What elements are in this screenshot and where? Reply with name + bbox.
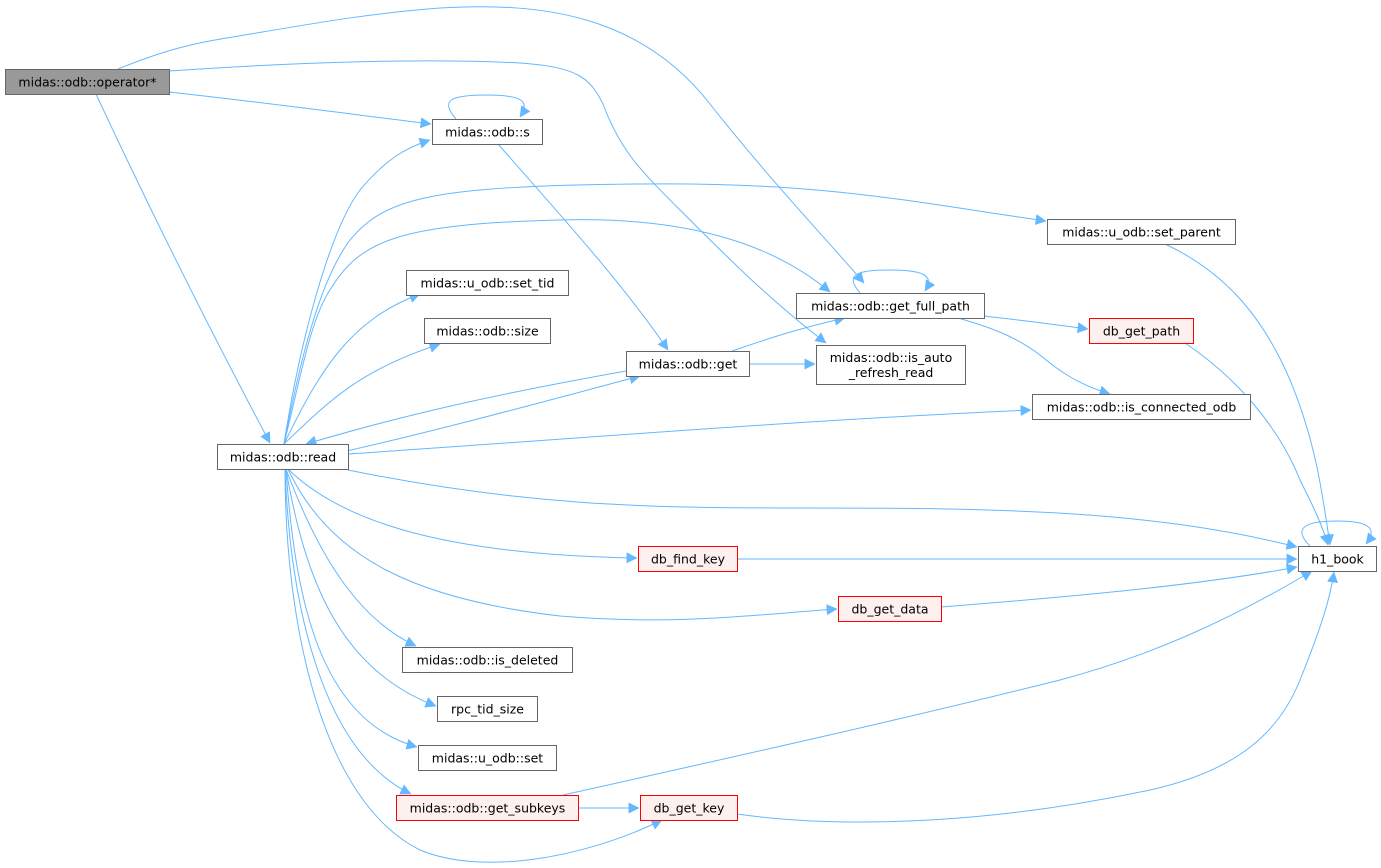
edge-odb-read-to-h1-book	[347, 469, 1298, 550]
edge-odb-read-to-get-subkeys	[284, 468, 412, 795]
node-label: midas::odb::get	[639, 357, 738, 372]
node-box	[1089, 318, 1194, 344]
edge-odb-get-to-odb-read	[305, 370, 627, 447]
edge-set-parent-to-h1-book	[1164, 243, 1334, 546]
edge-db-get-path-to-h1-book	[1184, 342, 1331, 546]
node-label: midas::odb::is_connected_odb	[1047, 400, 1237, 415]
edge-odb-read-to-db-get-data	[287, 468, 838, 621]
edge-operator-star-to-odb-read	[95, 93, 271, 444]
node-box	[816, 345, 966, 385]
node-box	[424, 318, 551, 344]
node-box	[626, 351, 750, 377]
edge-odb-read-to-is-connected-odb	[347, 404, 1032, 455]
node-odb-read[interactable]: midas::odb::read	[217, 444, 349, 470]
node-box	[1298, 546, 1377, 572]
node-odb-s[interactable]: midas::odb::s	[432, 119, 543, 145]
node-label: db_find_key	[651, 552, 726, 567]
node-label: midas::odb::is_deleted	[417, 653, 559, 668]
node-is-connected-odb[interactable]: midas::odb::is_connected_odb	[1032, 394, 1251, 420]
node-box	[432, 119, 543, 145]
edge-get-full-path-to-db-get-path	[983, 315, 1089, 334]
node-box	[406, 270, 569, 296]
edge-db-get-key-to-h1-book	[736, 571, 1338, 823]
edge-odb-read-to-set-tid	[283, 292, 421, 445]
node-box	[437, 696, 538, 722]
edge-get-full-path-to-is-connected-odb	[957, 317, 1111, 397]
edge-odb-read-to-db-get-key	[284, 468, 663, 863]
node-box	[638, 546, 738, 572]
node-label: db_get_path	[1103, 324, 1180, 339]
node-db-find-key[interactable]: db_find_key	[638, 546, 738, 572]
node-box	[5, 69, 170, 95]
node-db-get-key[interactable]: db_get_key	[640, 795, 738, 821]
node-set-tid[interactable]: midas::u_odb::set_tid	[406, 270, 569, 296]
edge-odb-read-to-odb-s	[283, 137, 431, 445]
edge-odb-read-to-odb-get	[341, 373, 641, 453]
node-label: h1_book	[1311, 552, 1364, 567]
edge-odb-s-to-odb-get	[497, 143, 669, 351]
node-box	[1032, 394, 1251, 420]
edge-odb-read-to-is-deleted	[285, 468, 417, 647]
node-u-odb-set[interactable]: midas::u_odb::set	[418, 745, 557, 771]
edge-get-subkeys-to-h1-book	[562, 570, 1313, 796]
node-label: midas::u_odb::set_tid	[421, 276, 555, 291]
edge-h1-book-to-h1-book	[1301, 520, 1377, 547]
node-box	[1047, 219, 1236, 245]
node-label: db_get_data	[851, 602, 928, 617]
edge-odb-get-to-get-full-path	[731, 314, 846, 352]
node-odb-get[interactable]: midas::odb::get	[626, 351, 750, 377]
node-box	[796, 293, 985, 319]
edges-layer	[95, 6, 1377, 863]
node-get-full-path[interactable]: midas::odb::get_full_path	[796, 293, 985, 319]
node-label: midas::odb::read	[230, 450, 336, 465]
node-set-parent[interactable]: midas::u_odb::set_parent	[1047, 219, 1236, 245]
node-label: midas::odb::s	[445, 125, 530, 140]
edge-operator-star-to-is-auto-refresh-read	[168, 60, 827, 344]
node-box	[838, 596, 942, 622]
edge-odb-read-to-db-find-key	[287, 468, 638, 564]
edge-db-get-data-to-h1-book	[940, 563, 1298, 608]
node-odb-size[interactable]: midas::odb::size	[424, 318, 551, 344]
node-box	[396, 795, 579, 821]
node-is-deleted[interactable]: midas::odb::is_deleted	[402, 647, 573, 673]
node-label: midas::odb::get_subkeys	[410, 801, 566, 816]
node-box	[217, 444, 349, 470]
edge-odb-read-to-get-full-path	[283, 219, 831, 445]
node-h1-book[interactable]: h1_book	[1298, 546, 1377, 572]
node-is-auto-refresh-read[interactable]: midas::odb::is_auto_refresh_read	[816, 345, 966, 385]
node-box	[402, 647, 573, 673]
edge-odb-read-to-rpc-tid-size	[285, 468, 437, 708]
node-label: midas::odb::get_full_path	[811, 299, 970, 314]
edge-operator-star-to-get-full-path	[117, 6, 865, 284]
node-rpc-tid-size[interactable]: rpc_tid_size	[437, 696, 538, 722]
node-label: db_get_key	[654, 801, 725, 816]
node-get-subkeys[interactable]: midas::odb::get_subkeys	[396, 795, 579, 821]
node-label: midas::odb::size	[436, 324, 539, 339]
node-label: midas::odb::is_auto_refresh_read	[830, 350, 953, 380]
edge-odb-read-to-odb-size	[283, 342, 441, 445]
node-label: midas::odb::operator*	[18, 75, 156, 90]
node-box	[640, 795, 738, 821]
edge-get-full-path-to-get-full-path	[852, 269, 936, 294]
edge-odb-read-to-set-parent	[283, 183, 1047, 445]
node-label: rpc_tid_size	[451, 702, 524, 717]
node-db-get-data[interactable]: db_get_data	[838, 596, 942, 622]
node-label: midas::u_odb::set	[432, 751, 543, 766]
nodes-layer: midas::odb::operator*midas::odb::smidas:…	[5, 69, 1377, 821]
node-db-get-path[interactable]: db_get_path	[1089, 318, 1194, 344]
node-label: midas::u_odb::set_parent	[1062, 225, 1221, 240]
edge-odb-read-to-u-odb-set	[285, 468, 418, 750]
node-box	[418, 745, 557, 771]
edge-odb-s-to-odb-s	[448, 94, 531, 120]
edge-operator-star-to-odb-s	[168, 91, 432, 129]
node-operator-star[interactable]: midas::odb::operator*	[5, 69, 170, 95]
